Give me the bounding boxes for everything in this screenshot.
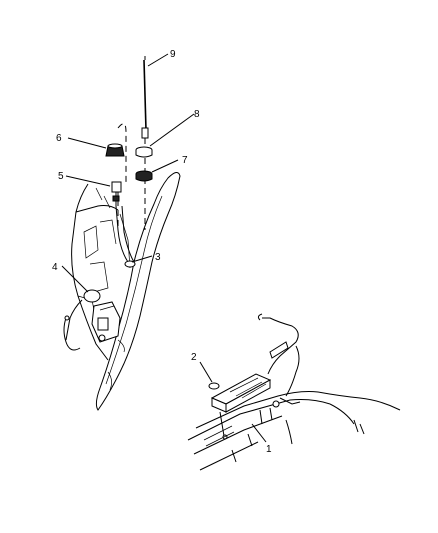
callout-4: 4 — [52, 262, 58, 273]
callout-8: 8 — [194, 109, 200, 120]
callout-2: 2 — [191, 352, 197, 363]
leader-lines — [61, 53, 267, 443]
amplifier-cable — [257, 313, 300, 397]
callout-5: 5 — [58, 171, 64, 182]
antenna-mast — [141, 56, 149, 144]
fender-panel — [95, 172, 181, 411]
antenna-motor-module — [83, 289, 121, 343]
antenna-grommet — [135, 170, 153, 182]
vehicle-body — [187, 391, 401, 471]
callout-1: 1 — [266, 444, 272, 455]
callout-6: 6 — [56, 133, 62, 144]
antenna-bezel — [135, 146, 153, 158]
antenna-cap — [105, 143, 125, 157]
antenna-amplifier — [208, 373, 272, 440]
antenna-base-cable — [115, 205, 136, 268]
callout-3: 3 — [155, 252, 161, 263]
callout-7: 7 — [182, 155, 188, 166]
antenna-adapter — [111, 181, 122, 206]
wiring-harness-left — [63, 299, 83, 351]
callout-labels: 1 2 3 4 5 6 7 8 9 — [52, 49, 272, 455]
callout-9: 9 — [170, 49, 176, 60]
